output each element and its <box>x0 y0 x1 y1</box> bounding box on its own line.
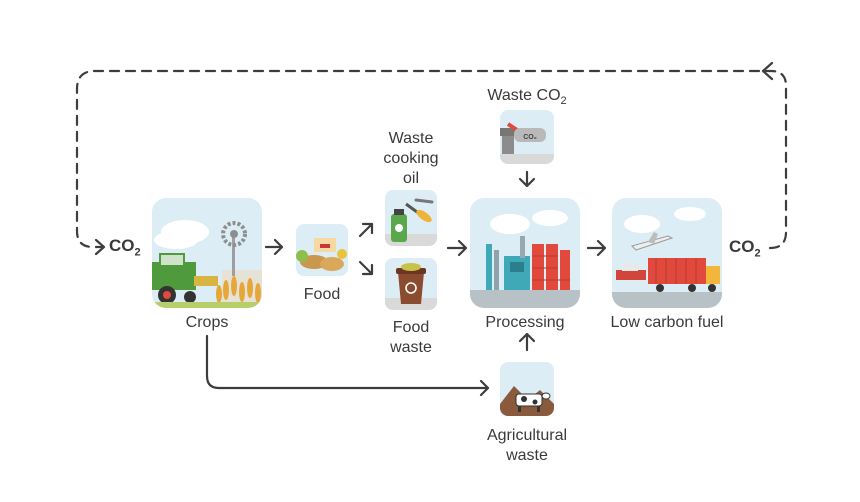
crops-illustration <box>152 198 262 308</box>
co2-input-label: CO2 <box>109 236 141 259</box>
processing-label: Processing <box>485 314 565 331</box>
agricultural-waste-illustration <box>500 362 554 416</box>
agri-up-arrow <box>518 332 536 352</box>
return-loop-dashed-line <box>75 69 788 250</box>
agricultural-waste-label: Agricultural waste <box>486 427 568 464</box>
waste-cooking-oil-illustration <box>385 190 437 246</box>
low-carbon-fuel-illustration <box>612 198 722 308</box>
food-to-foodwaste-arrow <box>358 260 374 276</box>
waste-cooking-oil-label: Waste cooking oil <box>383 130 439 187</box>
waste-co2-illustration: CO₂ <box>500 110 554 164</box>
cylinder-co2-text: CO₂ <box>523 134 537 141</box>
co2-output-label: CO2 <box>729 237 761 260</box>
processing-to-fuel-arrow <box>586 239 607 257</box>
to-processing-arrow <box>446 239 468 257</box>
processing-plant-illustration <box>470 198 580 308</box>
food-label: Food <box>303 286 341 303</box>
waste-co2-label: Waste CO2 <box>487 87 567 108</box>
food-illustration <box>296 224 348 276</box>
crops-to-agri-line <box>205 334 490 397</box>
loop-left-arrowhead <box>94 238 106 256</box>
food-waste-label: Food waste <box>390 319 432 356</box>
co2-down-arrow <box>518 170 536 188</box>
food-waste-illustration <box>385 258 437 310</box>
connectors <box>75 61 788 397</box>
loop-top-arrowhead <box>761 61 774 81</box>
crops-to-food-arrow <box>264 238 284 256</box>
low-carbon-fuel-label: Low carbon fuel <box>610 314 724 331</box>
crops-label: Crops <box>185 314 229 331</box>
food-to-oil-arrow <box>358 222 374 238</box>
